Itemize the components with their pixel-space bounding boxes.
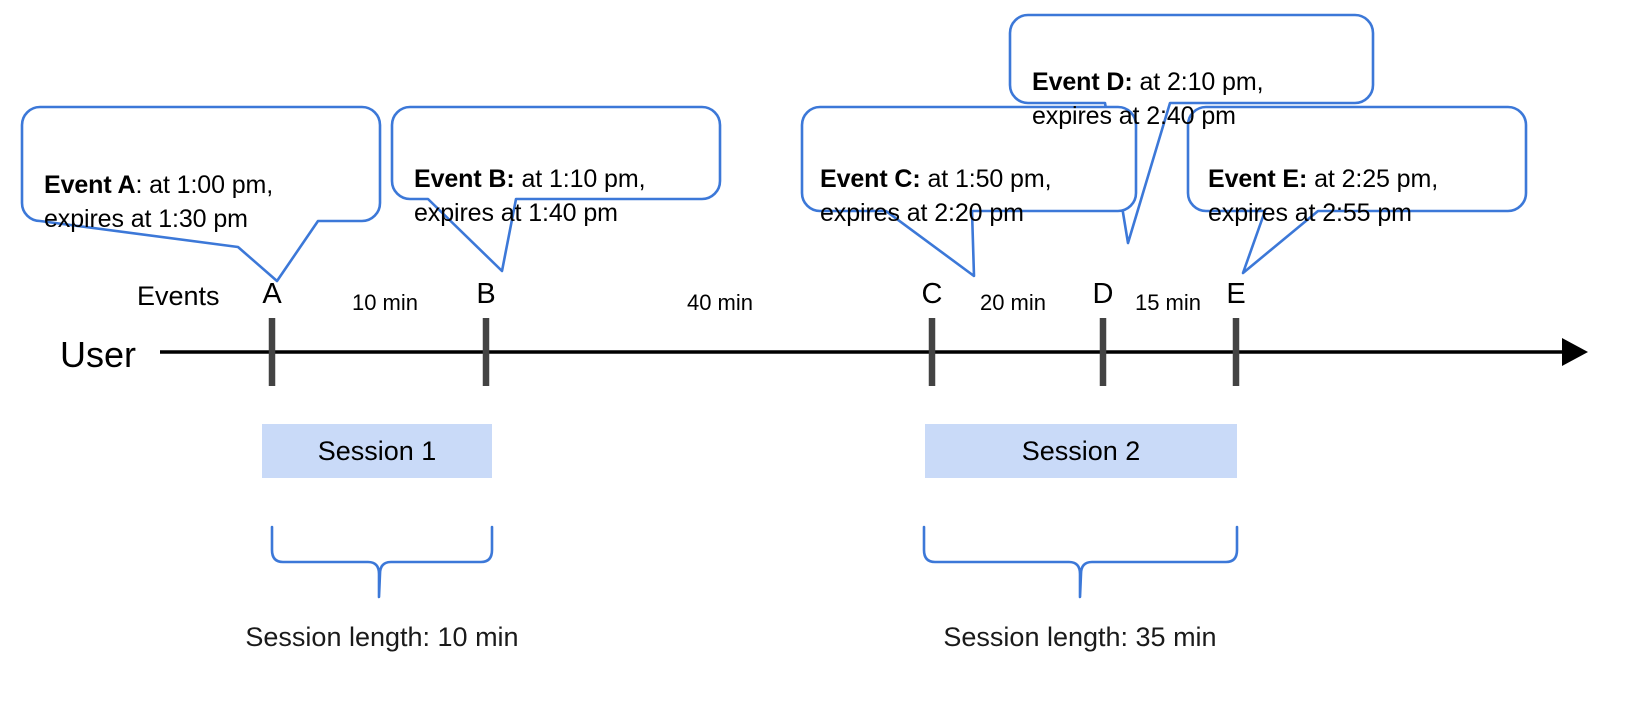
- callout-rest-C: at 1:50 pm, expires at 2:20 pm: [820, 165, 1052, 227]
- session-bar-2: Session 2: [925, 424, 1237, 478]
- session-bar-1: Session 1: [262, 424, 492, 478]
- callout-text-E: Event E: at 2:25 pm, expires at 2:55 pm: [1208, 128, 1528, 230]
- gap-label-cd: 20 min: [979, 290, 1047, 315]
- session-bar-2-label: Session 2: [1021, 435, 1141, 466]
- callout-rest-E: at 2:25 pm, expires at 2:55 pm: [1208, 165, 1439, 227]
- session-1-brace: [270, 525, 494, 599]
- callout-bubble-C: [800, 105, 1138, 278]
- axis-arrowhead: [1562, 338, 1588, 366]
- axis-label-user: User: [60, 334, 137, 375]
- session-2-brace: [922, 525, 1239, 599]
- tick-label-A: A: [262, 278, 282, 310]
- callout-bubble-A: [20, 105, 382, 283]
- gap-label-ab: 10 min: [351, 290, 419, 315]
- timeline-axis: [160, 338, 1588, 366]
- callout-rest-B: at 1:10 pm, expires at 1:40 pm: [414, 165, 646, 227]
- callout-bold-E: Event E:: [1208, 165, 1308, 193]
- session-length-1: Session length: 10 min: [245, 622, 519, 652]
- callout-text-B: Event B: at 1:10 pm, expires at 1:40 pm: [414, 128, 714, 230]
- callout-bold-D: Event D:: [1032, 68, 1133, 96]
- callout-bold-B: Event B:: [414, 165, 515, 193]
- tick-label-C: C: [921, 278, 943, 310]
- session-bar-1-label: Session 1: [317, 435, 437, 466]
- tick-label-E: E: [1226, 278, 1246, 310]
- callout-bubble-E: [1186, 105, 1528, 275]
- tick-label-B: B: [476, 278, 496, 310]
- axis-ticks: [268, 318, 1240, 386]
- callout-bubble-B: [390, 105, 722, 273]
- callout-text-D: Event D: at 2:10 pm, expires at 2:40 pm: [1032, 31, 1372, 133]
- callout-text-C: Event C: at 1:50 pm, expires at 2:20 pm: [820, 128, 1130, 230]
- gap-label-bc: 40 min: [686, 290, 754, 315]
- callout-bubble-D: [1008, 13, 1375, 245]
- axis-label-events: Events: [137, 281, 220, 311]
- callout-rest-A: : at 1:00 pm, expires at 1:30 pm: [44, 171, 274, 233]
- callout-bold-C: Event C:: [820, 165, 921, 193]
- tick-label-D: D: [1092, 278, 1114, 310]
- callout-text-A: Event A: at 1:00 pm, expires at 1:30 pm: [44, 134, 374, 236]
- session-length-2: Session length: 35 min: [943, 622, 1217, 652]
- callout-rest-D: at 2:10 pm, expires at 2:40 pm: [1032, 68, 1264, 130]
- callout-bold-A: Event A: [44, 171, 136, 199]
- gap-label-de: 15 min: [1134, 290, 1202, 315]
